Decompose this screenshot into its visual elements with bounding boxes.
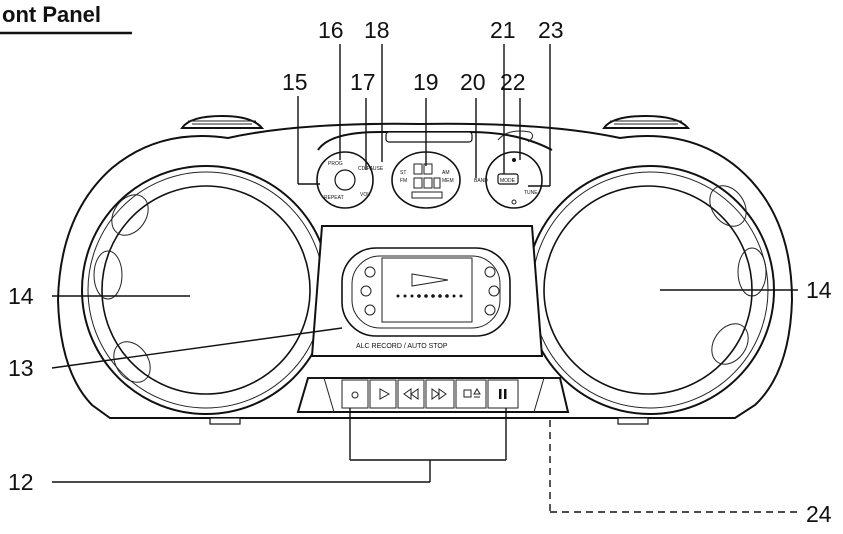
cassette-label: ALC RECORD / AUTO STOP <box>356 343 448 350</box>
callout-13: 13 <box>8 355 34 381</box>
tune-label: TUNE <box>524 190 538 196</box>
display-label-am: AM <box>442 170 450 176</box>
cassette-compartment: ALC RECORD / AUTO STOP <box>310 225 544 357</box>
callout-15: 15 <box>282 69 308 95</box>
repeat-label: REPEAT <box>324 195 344 201</box>
rewind-button[interactable] <box>397 379 425 409</box>
callout-18: 18 <box>364 17 390 43</box>
callout-14-left: 14 <box>8 283 34 309</box>
callout-19: 19 <box>413 69 439 95</box>
left-foot <box>209 417 241 425</box>
center-button[interactable] <box>334 169 356 191</box>
band-label: BAND <box>474 178 488 184</box>
rewind-icon <box>403 388 419 400</box>
left-speaker-cone <box>101 185 311 395</box>
callout-17: 17 <box>350 69 376 95</box>
play-icon <box>379 388 391 400</box>
tape-dots <box>396 294 463 298</box>
record-button[interactable] <box>341 379 369 409</box>
left-control-cluster: PROG REPEAT CD/PAUSE VOL <box>316 151 384 209</box>
callout-21: 21 <box>490 17 516 43</box>
right-port-holes <box>709 185 767 365</box>
callout-23: 23 <box>538 17 564 43</box>
left-port-holes <box>93 194 151 383</box>
callout-12: 12 <box>8 469 34 495</box>
callout-22: 22 <box>500 69 526 95</box>
top-slot <box>385 131 473 143</box>
cassette-arrow-icon <box>411 273 449 287</box>
callout-24: 24 <box>806 501 832 527</box>
left-handle <box>180 114 265 129</box>
right-foot <box>617 417 649 425</box>
right-control-cluster: MODE BAND TUNE <box>474 151 543 209</box>
leader-lines <box>51 44 800 513</box>
cassette-right-holes <box>484 266 500 316</box>
stop-eject-icon <box>463 388 481 398</box>
prog-label: PROG <box>328 161 343 167</box>
cd-pause-label: CD/PAUSE <box>358 166 384 172</box>
right-handle <box>602 114 691 129</box>
callout-16: 16 <box>318 17 344 43</box>
panel-title: ont Panel <box>2 2 101 27</box>
record-icon <box>351 391 359 399</box>
pause-icon <box>499 389 507 399</box>
cassette-window <box>381 257 473 323</box>
display-label-mem: MEM <box>442 178 454 184</box>
stop-eject-button[interactable] <box>455 379 487 409</box>
callout-14-right: 14 <box>806 277 832 303</box>
mode-button[interactable] <box>497 173 519 185</box>
display-window: ST FM AM MEM <box>391 151 461 209</box>
top-bump <box>497 130 534 143</box>
display-label-st: ST <box>400 170 406 176</box>
transport-bar <box>296 377 570 413</box>
pause-button[interactable] <box>487 379 519 409</box>
callout-20: 20 <box>460 69 486 95</box>
display-label-fm: FM <box>400 178 407 184</box>
mode-label: MODE <box>500 178 516 184</box>
fast-forward-icon <box>431 388 447 400</box>
vol-label: VOL <box>360 192 370 198</box>
fast-forward-button[interactable] <box>425 379 455 409</box>
play-button[interactable] <box>369 379 397 409</box>
cassette-left-holes <box>360 266 376 316</box>
